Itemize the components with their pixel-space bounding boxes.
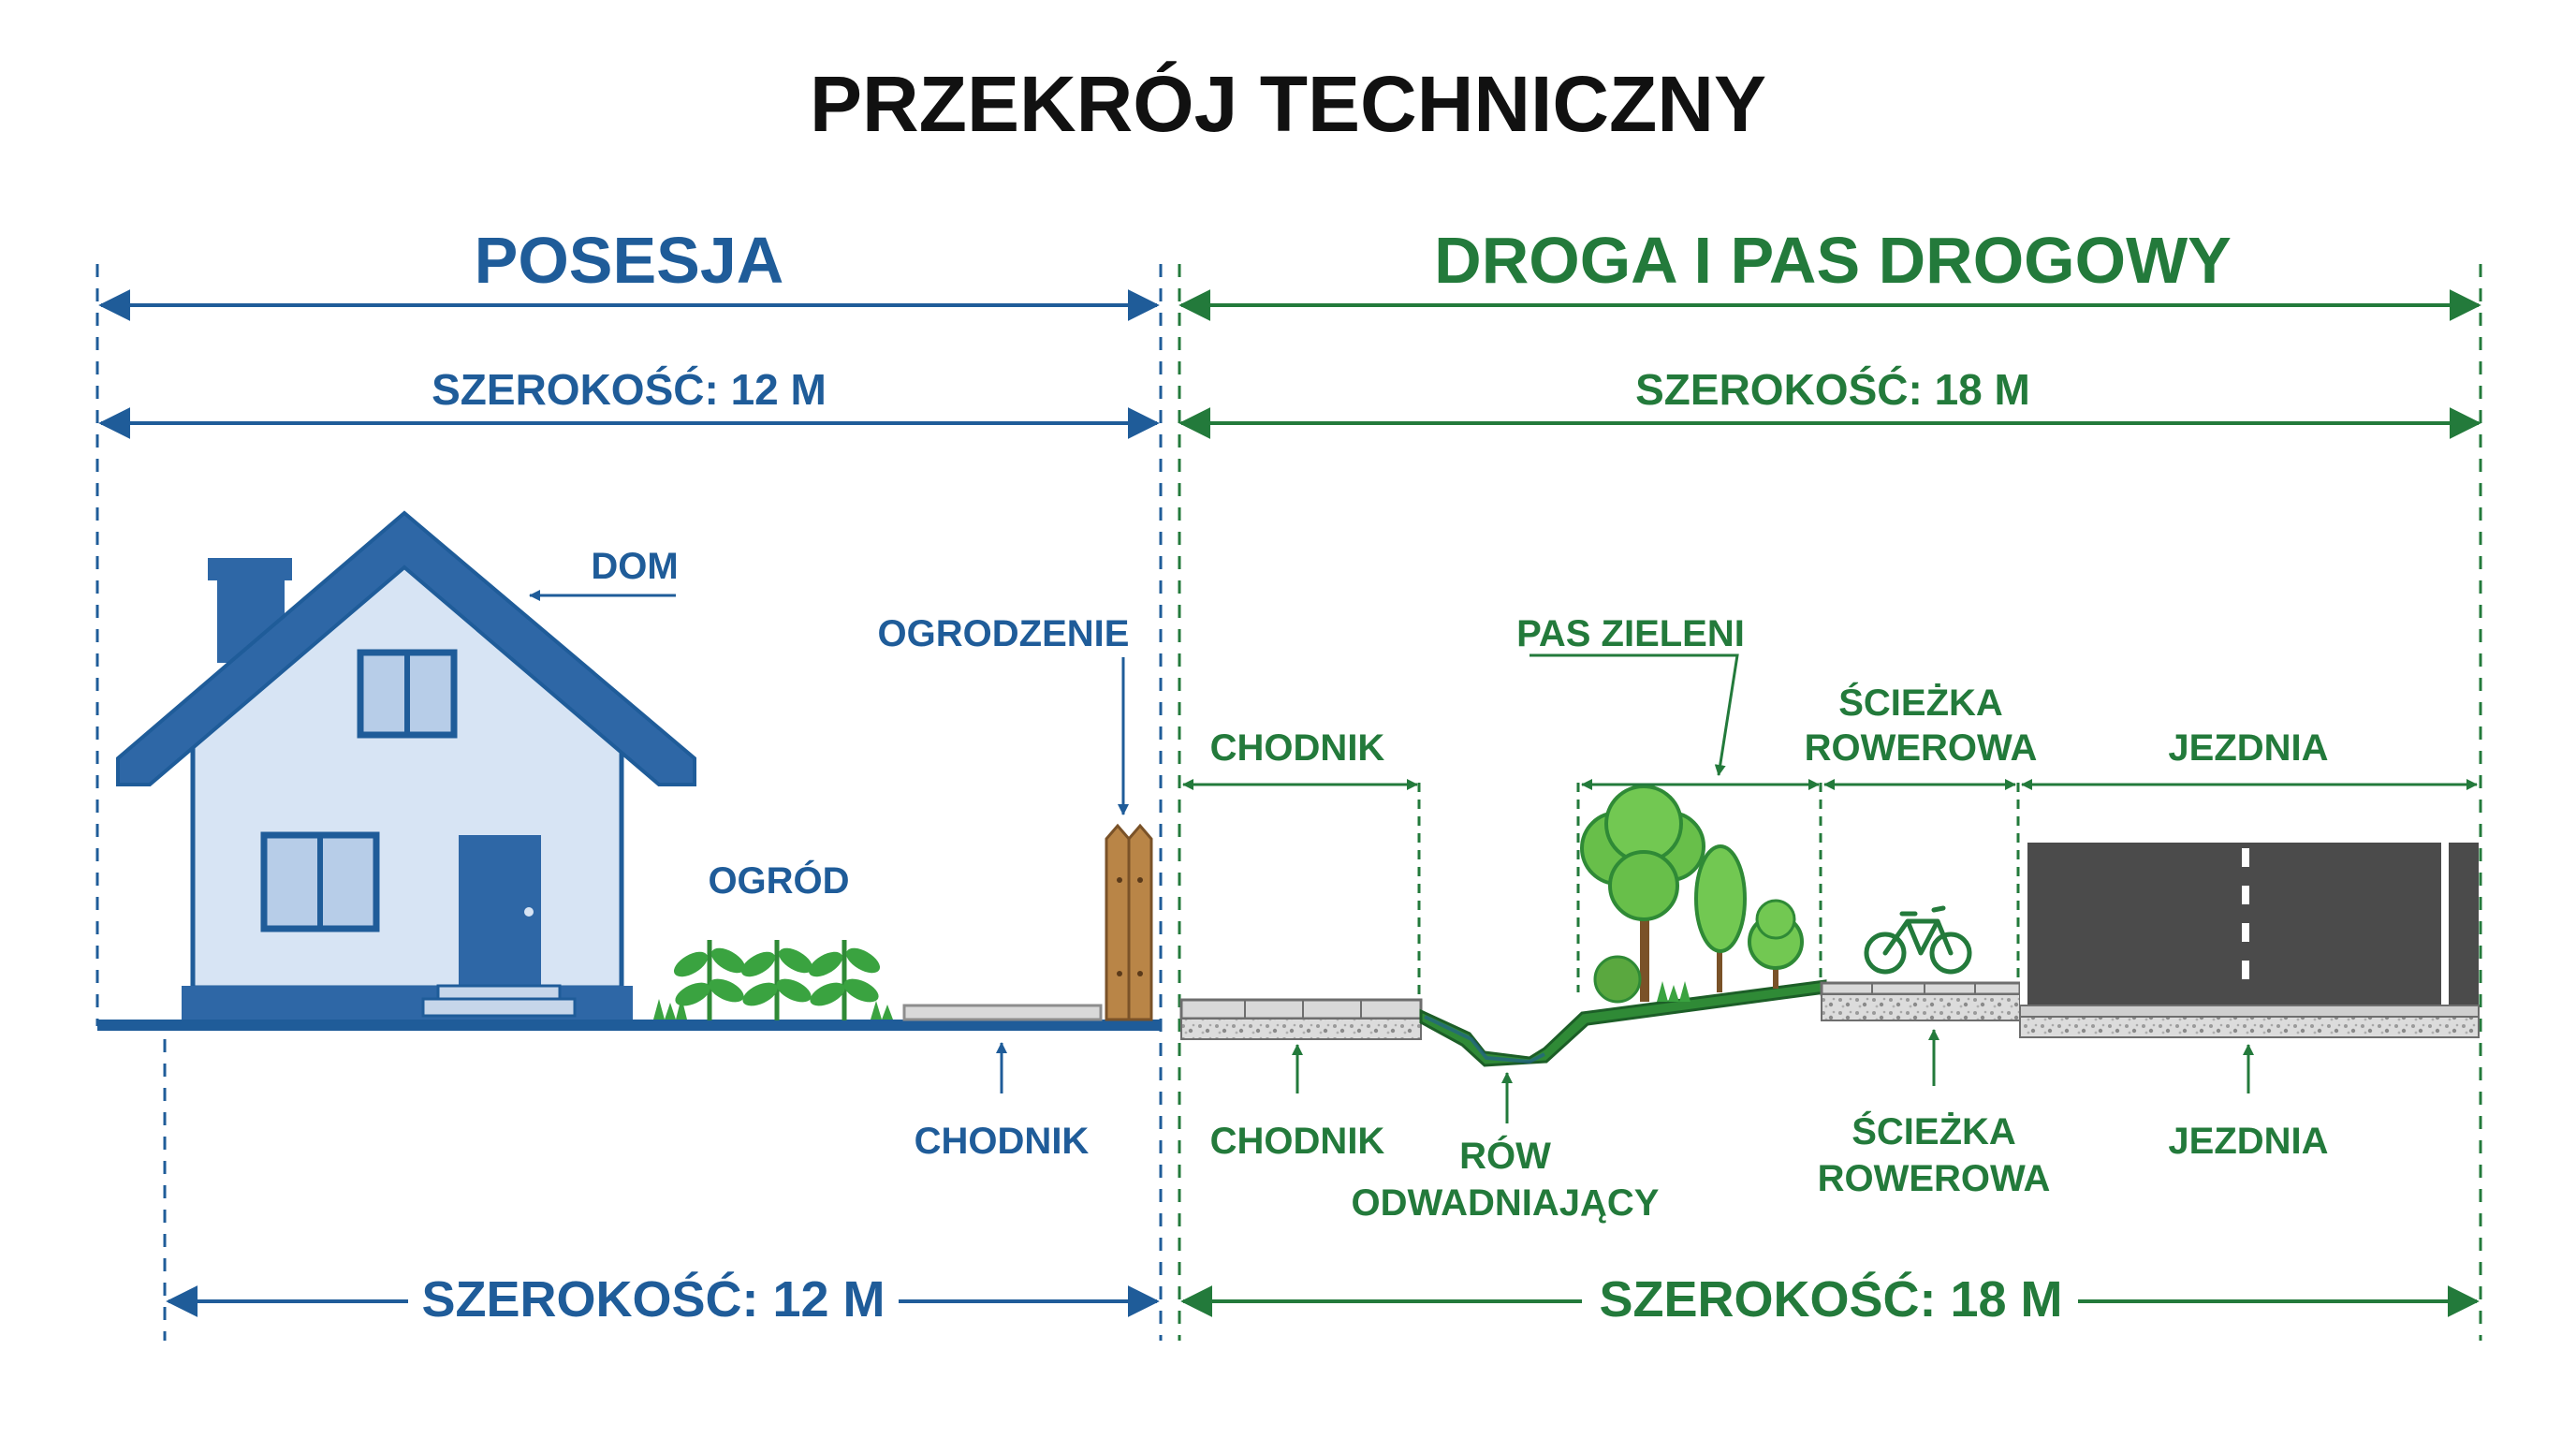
posesja-header: POSESJA — [475, 224, 784, 297]
page-title: PRZEKRÓJ TECHNICZNY — [810, 60, 1766, 148]
road-cross-section — [1179, 843, 2480, 1067]
road-top-jezdnia-label: JEZDNIA — [2168, 727, 2328, 769]
posesja-ground-line — [97, 1020, 1161, 1031]
posesja-width-top-label: SZEROKOŚĆ: 12 M — [432, 365, 827, 414]
posesja-chodnik-label: CHODNIK — [915, 1121, 1090, 1162]
bike-path — [1820, 981, 2022, 996]
bicycle-icon — [1864, 905, 1972, 975]
posesja-sidewalk — [902, 1004, 1103, 1021]
road-bottom-jezdnia-label: JEZDNIA — [2168, 1121, 2328, 1162]
droga-width-bottom-label: SZEROKOŚĆ: 18 M — [1599, 1271, 2062, 1328]
road-sidewalk — [1179, 998, 1423, 1020]
road-top-sciezka-label-1: ŚCIEŻKA — [1838, 681, 2003, 724]
plant-icon — [653, 940, 893, 1020]
dom-label: DOM — [591, 546, 678, 587]
tree-icon — [1580, 785, 1804, 1004]
house-icon — [116, 510, 696, 1020]
dashed-extension-lines — [95, 264, 2482, 1341]
road-bottom-sciezka-label-2: ROWEROWA — [1818, 1158, 2051, 1199]
road-bottom-chodnik-label: CHODNIK — [1210, 1121, 1385, 1162]
pas-zieleni-pointer-line — [1530, 653, 1739, 776]
droga-header: DROGA I PAS DROGOWY — [1434, 224, 2232, 297]
road-top-chodnik-label: CHODNIK — [1210, 727, 1385, 769]
fence-icon — [1105, 823, 1153, 1021]
droga-width-top-label: SZEROKOŚĆ: 18 M — [1635, 365, 2030, 414]
road-bottom-sciezka-label-1: ŚCIEŻKA — [1852, 1109, 2016, 1152]
ogrod-label: OGRÓD — [708, 858, 849, 902]
row-odwadniajacy-label-1: RÓW — [1459, 1134, 1551, 1177]
row-odwadniajacy-label-2: ODWADNIAJĄCY — [1352, 1182, 1660, 1224]
road-top-sciezka-label-2: ROWEROWA — [1805, 727, 2038, 769]
ogrodzenie-label: OGRODZENIE — [878, 613, 1130, 654]
pas-zieleni-label: PAS ZIELENI — [1516, 613, 1745, 654]
lane-marking — [2242, 848, 2249, 979]
posesja-width-bottom-label: SZEROKOŚĆ: 12 M — [421, 1271, 885, 1328]
